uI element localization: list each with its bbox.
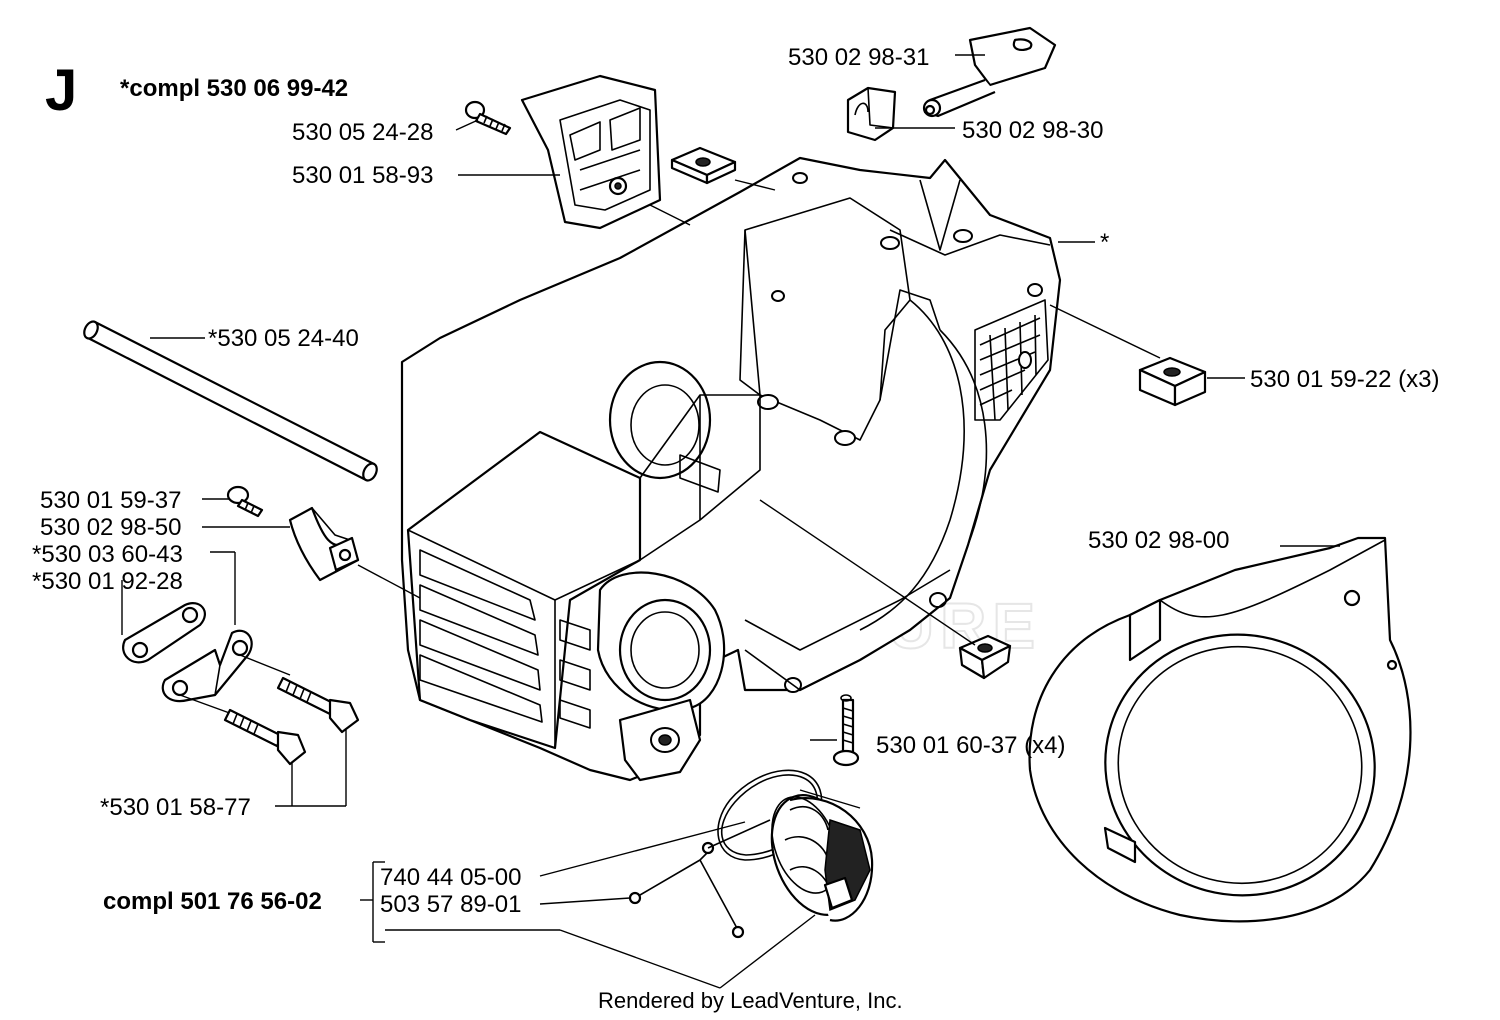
callout-530-02-98-00[interactable]: 530 02 98-00 (1088, 527, 1229, 554)
assembly-label[interactable]: *compl 530 06 99-42 (120, 75, 348, 102)
part-503-57-89-01[interactable] (628, 819, 771, 939)
speed-nut-top[interactable] (670, 146, 737, 185)
part-530-02-98-30[interactable] (846, 86, 897, 142)
callout-530-01-59-22[interactable]: 530 01 59-22 (x3) (1250, 366, 1439, 393)
cooling-fins (419, 549, 591, 729)
callout-530-01-58-93[interactable]: 530 01 58-93 (292, 162, 433, 189)
part-530-01-60-37[interactable] (832, 694, 860, 767)
callout-740-44-05-00[interactable]: 740 44 05-00 (380, 864, 521, 891)
callout-530-03-60-43[interactable]: *530 03 60-43 (32, 541, 183, 568)
callout-530-02-98-31[interactable]: 530 02 98-31 (788, 44, 929, 71)
sub-assembly-label[interactable]: compl 501 76 56-02 (103, 888, 322, 915)
callout-530-01-58-77[interactable]: *530 01 58-77 (100, 794, 251, 821)
cooling-grille (974, 299, 1049, 421)
part-530-01-58-77-lower[interactable] (223, 708, 307, 766)
part-530-01-58-77-upper[interactable] (276, 676, 360, 734)
callout-530-01-92-28[interactable]: *530 01 92-28 (32, 568, 183, 595)
callout-530-02-98-30[interactable]: 530 02 98-30 (962, 117, 1103, 144)
part-530-05-24-28[interactable] (464, 100, 512, 136)
oil-cap[interactable] (756, 783, 874, 927)
part-530-05-24-40[interactable] (82, 319, 380, 482)
callout-530-01-59-37[interactable]: 530 01 59-37 (40, 487, 181, 514)
crankcase-housing[interactable] (400, 156, 1062, 782)
credit-text: Rendered by LeadVenture, Inc. (598, 988, 903, 1013)
part-530-01-92-28[interactable] (122, 602, 206, 664)
part-530-01-59-37[interactable] (226, 485, 264, 518)
part-530-02-98-00[interactable] (1028, 536, 1412, 926)
part-530-01-59-22[interactable] (1138, 356, 1207, 407)
part-530-02-98-31[interactable] (922, 26, 1057, 118)
part-530-02-98-50[interactable] (288, 506, 360, 582)
callout-503-57-89-01[interactable]: 503 57 89-01 (380, 891, 521, 918)
callout-530-01-60-37[interactable]: 530 01 60-37 (x4) (876, 732, 1065, 759)
part-530-01-58-93[interactable] (520, 74, 662, 230)
callout-530-05-24-28[interactable]: 530 05 24-28 (292, 119, 433, 146)
callout-530-02-98-50[interactable]: 530 02 98-50 (40, 514, 181, 541)
callout-asterisk[interactable]: * (1100, 229, 1109, 256)
speed-nut-lower[interactable] (958, 634, 1012, 680)
section-letter: J (45, 58, 77, 123)
callout-530-05-24-40[interactable]: *530 05 24-40 (208, 325, 359, 352)
